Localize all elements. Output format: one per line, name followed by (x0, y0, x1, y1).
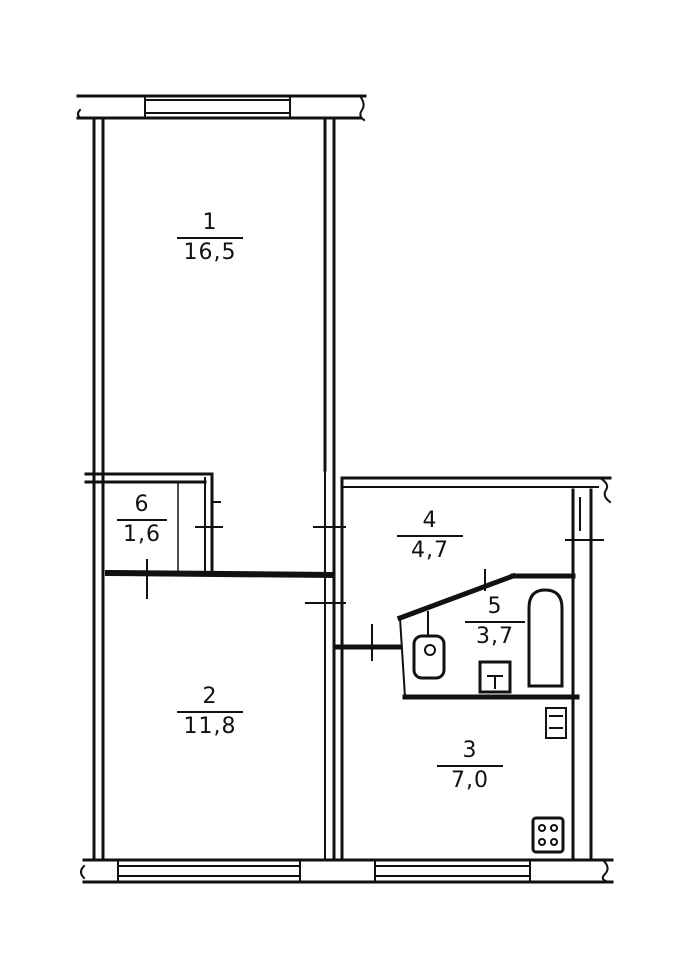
kitchen-sink-icon (545, 707, 567, 739)
right-block-walls (340, 476, 612, 862)
stove-icon (531, 816, 565, 854)
room-2-label: 2 11,8 (170, 684, 250, 740)
room-number: 1 (202, 210, 218, 235)
top-window-icon (76, 94, 367, 122)
room-1-label: 1 16,5 (170, 210, 250, 266)
bathroom-walls (335, 569, 580, 700)
room-number: 6 (134, 492, 150, 517)
room-number: 4 (422, 508, 438, 533)
room-6-label: 6 1,6 (112, 492, 172, 548)
room-5-label: 5 3,7 (455, 594, 535, 650)
room-number: 3 (462, 738, 478, 763)
room-area: 16,5 (183, 240, 237, 265)
room-number: 5 (487, 594, 503, 619)
left-outer-wall (92, 118, 105, 862)
toilet-icon (412, 611, 446, 680)
room-area: 7,0 (451, 768, 489, 793)
room-area: 4,7 (411, 538, 449, 563)
fraction-line (117, 519, 167, 521)
room-3-label: 3 7,0 (430, 738, 510, 794)
bathtub-icon (527, 588, 564, 688)
partition-wall-room1 (323, 116, 336, 862)
room-number: 2 (202, 684, 218, 709)
fraction-line (465, 621, 525, 623)
fraction-line (177, 237, 243, 239)
closet-walls (84, 472, 223, 572)
fraction-line (177, 711, 243, 713)
sink-icon (478, 660, 512, 694)
fraction-line (397, 535, 463, 537)
fraction-line (437, 765, 503, 767)
wall-rooms-2-6 (104, 569, 336, 579)
room-4-label: 4 4,7 (390, 508, 470, 564)
bottom-window-icon (80, 858, 614, 884)
room-area: 3,7 (476, 624, 514, 649)
room-area: 11,8 (183, 714, 237, 739)
room-area: 1,6 (123, 522, 161, 547)
